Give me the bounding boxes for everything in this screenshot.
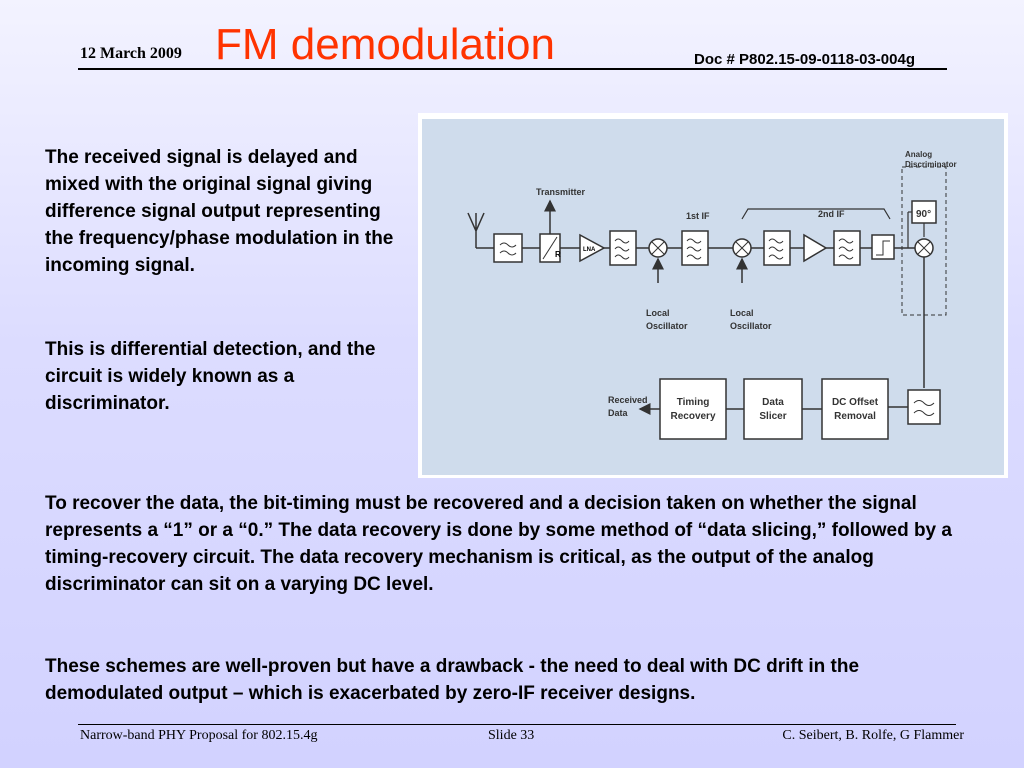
footer-authors: C. Seibert, B. Rolfe, G Flammer <box>782 728 964 743</box>
timing-label-line2: Recovery <box>670 411 715 422</box>
mixer-2 <box>732 238 752 258</box>
if2-filter-1 <box>763 230 791 266</box>
lo1-label-line2: Oscillator <box>646 321 688 331</box>
phase-shifter-90: 90° <box>911 200 937 224</box>
block-diagram-svg: R Transmitter LNA Local Oscillator 1st I… <box>422 119 1004 475</box>
timing-label-line1: Timing <box>677 397 710 408</box>
tr-switch: R <box>539 233 561 263</box>
bandpass-filter-1 <box>493 233 523 263</box>
limiter <box>871 234 895 260</box>
paragraph-differential-detection: This is differential detection, and the … <box>45 339 376 414</box>
slide-title: FM demodulation <box>215 20 555 69</box>
header-divider <box>78 68 947 70</box>
svg-text:R: R <box>555 250 561 259</box>
dc-offset-label-line2: Removal <box>834 411 876 422</box>
lowpass-filter <box>907 389 941 425</box>
data-slicer-block: Data Slicer <box>743 378 803 440</box>
lna-label: LNA <box>583 247 596 253</box>
lo2-label-line1: Local <box>730 308 754 318</box>
data-slicer-label-line2: Slicer <box>759 411 786 422</box>
if1-label: 1st IF <box>686 211 710 221</box>
discriminator-block-diagram: R Transmitter LNA Local Oscillator 1st I… <box>418 113 1008 478</box>
document-number: Doc # P802.15-09-0118-03-004g <box>694 51 915 68</box>
phase-shifter-label: 90° <box>916 209 931 220</box>
lo2-label-line2: Oscillator <box>730 321 772 331</box>
paragraph-delay-mix: The received signal is delayed and mixed… <box>45 147 394 276</box>
lna-amplifier: LNA <box>579 233 606 263</box>
dc-offset-label-line1: DC Offset <box>832 397 879 408</box>
dc-offset-removal-block: DC Offset Removal <box>821 378 889 440</box>
lo1-label-line1: Local <box>646 308 670 318</box>
if2-filter-2 <box>833 230 861 266</box>
footer-proposal-title: Narrow-band PHY Proposal for 802.15.4g <box>80 728 318 743</box>
analog-disc-label-line1: Analog <box>905 150 932 159</box>
received-data-label-line1: Received <box>608 395 648 405</box>
paragraph-dc-drift: These schemes are well-proven but have a… <box>45 656 860 704</box>
if2-bracket <box>741 208 891 220</box>
bandpass-filter-2 <box>609 230 637 266</box>
paragraph-data-recovery: To recover the data, the bit-timing must… <box>45 493 952 595</box>
if1-filter <box>681 230 709 266</box>
footer-slide-number: Slide 33 <box>488 728 535 743</box>
discriminator-mixer <box>914 238 934 258</box>
if2-label: 2nd IF <box>818 209 845 219</box>
slide-date: 12 March 2009 <box>80 45 182 62</box>
footer-divider <box>78 724 956 725</box>
timing-recovery-block: Timing Recovery <box>659 378 727 440</box>
if-amplifier <box>803 233 828 263</box>
antenna-icon <box>467 212 485 248</box>
received-data-label-line2: Data <box>608 408 629 418</box>
transmitter-label: Transmitter <box>536 187 586 197</box>
analog-disc-label-line2: Discriminator <box>905 160 957 169</box>
data-slicer-label-line1: Data <box>762 397 784 408</box>
mixer-1 <box>648 238 668 258</box>
